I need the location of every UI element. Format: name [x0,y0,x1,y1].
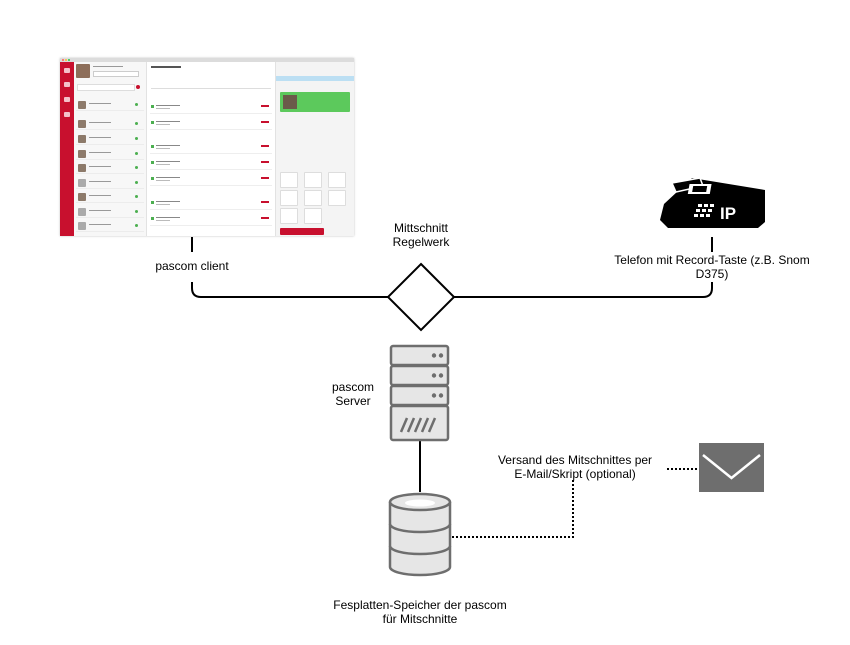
storage-to-mail-dotted-line [452,478,574,538]
server-label: pascom Server [331,380,375,408]
storage-label: Fesplatten-Speicher der pascom für Mitsc… [333,598,507,626]
phone-ip-text: IP [720,204,736,223]
phone-label: Telefon mit Record-Taste (z.B. Snom D375… [614,253,810,281]
client-nav-bar [60,62,74,236]
envelope-icon [699,443,764,492]
active-call-card [280,92,350,112]
client-titlebar [60,58,354,62]
connectors [191,237,713,492]
client-call-panel [276,62,354,236]
server-rack-icon [389,344,450,442]
decision-diamond-icon [386,262,456,332]
client-contacts-panel [74,62,147,236]
client-history-panel [147,62,276,236]
database-icon [388,492,452,577]
ip-phone-icon: IP [660,177,765,228]
phone-bus-line [454,282,713,298]
client-label: pascom client [155,259,229,273]
client-bus-line [191,282,389,298]
client-screenshot-icon [60,58,354,236]
rules-label: Mittschnitt Regelwerk [392,221,450,249]
dotted-connectors [452,468,697,538]
mail-label: Versand des Mitschnittes per E-Mail/Skri… [497,453,653,481]
